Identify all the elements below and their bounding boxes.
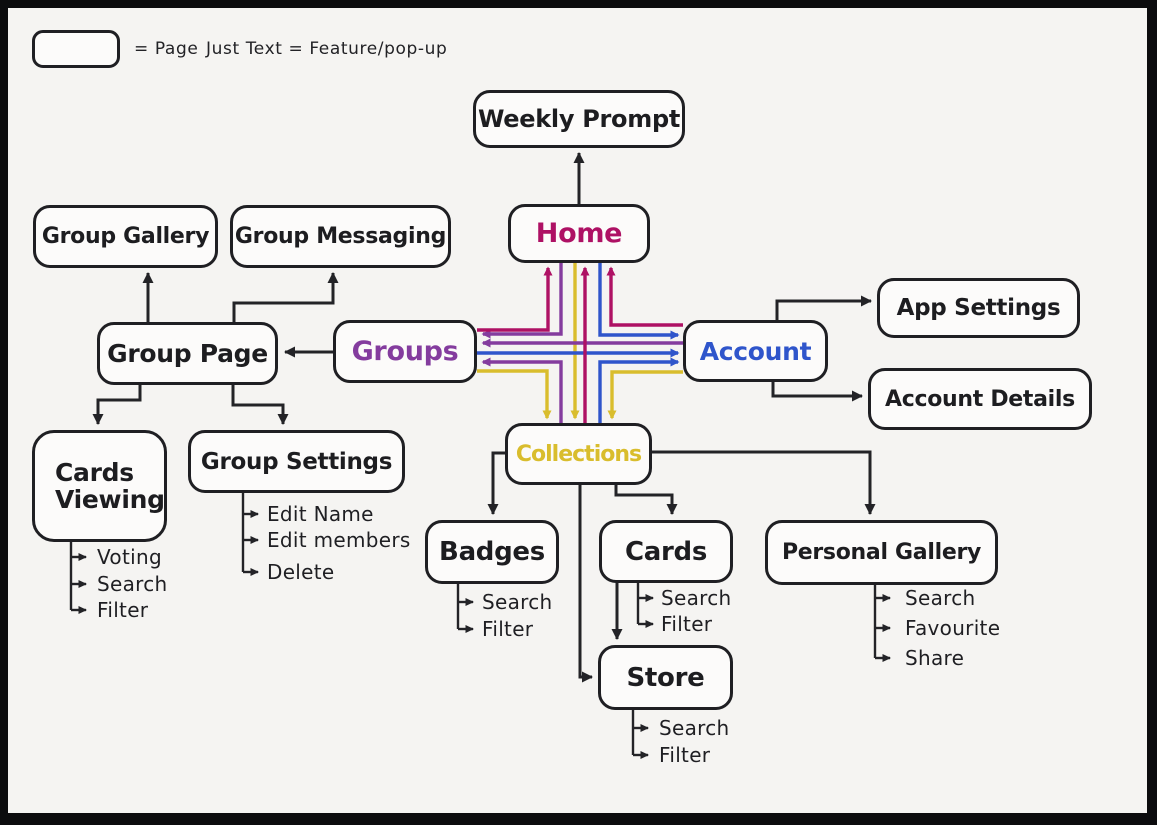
node-account-details: Account Details [868, 368, 1092, 430]
feature-cards-viewing-voting: Voting [97, 545, 162, 569]
feature-store-search: Search [659, 716, 730, 740]
feature-personal-gallery-favourite: Favourite [905, 616, 1001, 640]
edge-collections-account [598, 357, 680, 423]
edge-collections-badges [487, 451, 505, 515]
feature-cards-search: Search [661, 586, 732, 610]
legend-page-box [32, 30, 120, 68]
edge-groups-home [477, 266, 553, 332]
feature-cards-viewing-filter: Filter [97, 598, 149, 622]
node-group-gallery: Group Gallery [33, 205, 218, 268]
edge-account-home [606, 266, 683, 327]
node-label: Cards [624, 536, 708, 567]
edge-grouppage-cardsviewing [92, 385, 142, 425]
frame-border-right [1147, 0, 1157, 825]
feature-personal-gallery-search: Search [905, 586, 976, 610]
frame-border-left [0, 0, 8, 825]
node-label: Home [535, 218, 623, 249]
frame-border-bottom [0, 813, 1157, 825]
feature-personal-gallery-share: Share [905, 646, 965, 670]
node-groups: Groups [333, 320, 477, 383]
edge-grouppage-groupsettings [231, 385, 289, 425]
node-cards-viewing: Cards Viewing [32, 430, 167, 542]
edge-home-account [598, 263, 680, 340]
node-label: Group Page [107, 339, 268, 368]
node-label: Personal Gallery [781, 540, 982, 565]
legend-page-label: = Page [134, 39, 199, 59]
edge-groups-collections [477, 369, 552, 420]
edge-account-accountdetails [771, 382, 863, 402]
node-label: App Settings [896, 295, 1061, 321]
node-weekly-prompt: Weekly Prompt [473, 90, 685, 148]
node-store: Store [598, 645, 733, 710]
node-cards: Cards [599, 520, 733, 583]
edge-account-appsettings [775, 295, 872, 320]
edge-collections-personalgallery [652, 450, 876, 515]
node-label: Store [626, 662, 705, 693]
node-personal-gallery: Personal Gallery [765, 520, 998, 585]
feature-badges-search: Search [482, 590, 553, 614]
feature-store-filter: Filter [659, 743, 711, 767]
node-label-line2: Viewing [55, 485, 165, 514]
edge-account-collections [607, 370, 683, 420]
node-app-settings: App Settings [877, 278, 1080, 338]
feature-group-settings-delete: Delete [267, 560, 335, 584]
node-label-line1: Cards [55, 457, 134, 487]
node-label: Group Gallery [41, 224, 210, 249]
node-home: Home [508, 204, 650, 263]
node-label: Groups [351, 336, 459, 367]
edge-collections-store [578, 485, 593, 683]
node-label: Weekly Prompt [477, 105, 681, 133]
node-group-settings: Group Settings [188, 430, 405, 493]
node-label: Collections [515, 441, 642, 467]
node-label: Account [699, 336, 812, 366]
node-label: Badges [439, 537, 545, 567]
edge-home-groups [481, 263, 563, 339]
feature-cards-filter: Filter [661, 612, 713, 636]
feature-group-settings-edit-members: Edit members [267, 528, 411, 552]
frame-border-top [0, 0, 1157, 8]
node-label: Account Details [885, 386, 1075, 412]
feature-cards-viewing-search: Search [97, 572, 168, 596]
feature-badges-filter: Filter [482, 617, 534, 641]
node-collections: Collections [505, 423, 652, 485]
node-group-messaging: Group Messaging [230, 205, 451, 268]
node-account: Account [683, 320, 828, 382]
node-group-page: Group Page [97, 322, 278, 385]
edge-collections-groups [481, 357, 563, 423]
node-label: Group Settings [200, 448, 393, 475]
node-badges: Badges [425, 520, 559, 584]
feature-group-settings-edit-name: Edit Name [267, 502, 374, 526]
node-label: Group Messaging [234, 224, 447, 249]
edge-collections-cards [614, 485, 678, 515]
edge-grouppage-groupmessaging [232, 272, 339, 322]
legend-feature-label: Just Text = Feature/pop-up [206, 39, 448, 59]
